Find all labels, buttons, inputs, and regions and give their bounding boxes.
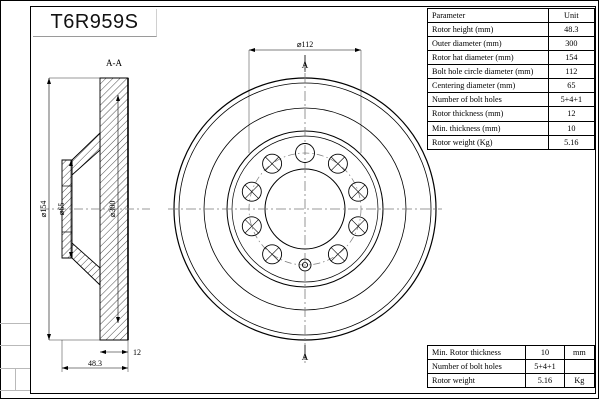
section-view-aa: A-A ⌀154 ⌀65 48.3 12 bbox=[39, 58, 150, 372]
table-header-row: Parameter Unit bbox=[427, 7, 596, 24]
summary-unit: mm bbox=[563, 344, 596, 361]
stub-grid-line bbox=[0, 345, 30, 346]
spec-label: Number of bolt holes bbox=[427, 92, 549, 108]
table-row: Number of bolt holes 5+4+1 bbox=[427, 92, 596, 108]
dim-bolt-circle-diameter: ⌀112 bbox=[297, 40, 314, 49]
bolt-hole bbox=[348, 181, 369, 202]
spec-label: Rotor hat diameter (mm) bbox=[427, 50, 549, 66]
spec-value: 154 bbox=[547, 50, 596, 66]
drawing-inner-frame bbox=[30, 6, 596, 394]
spec-label: Min. thickness (mm) bbox=[427, 120, 549, 136]
spec-label: Rotor thickness (mm) bbox=[427, 106, 549, 122]
column-header-parameter: Parameter bbox=[427, 7, 549, 24]
stub-grid-line bbox=[15, 368, 16, 391]
table-row: Min. Rotor thickness 10 mm bbox=[426, 344, 596, 361]
dim-rotor-thickness: 12 bbox=[133, 348, 141, 357]
table-row: Outer diameter (mm) 300 bbox=[427, 36, 596, 52]
front-view-rotor-face: ⌀112 ⌀300 A A bbox=[108, 40, 442, 363]
summary-value: 10 bbox=[525, 344, 565, 361]
spec-value: 10 bbox=[547, 120, 596, 136]
section-label-aa: A-A bbox=[106, 58, 122, 68]
summary-table-body: Min. Rotor thickness 10 mm Number of bol… bbox=[426, 344, 596, 389]
spec-value: 5+4+1 bbox=[547, 92, 596, 108]
table-row: Bolt hole circle diameter (mm) 112 bbox=[427, 64, 596, 80]
section-marker-bottom: A bbox=[302, 352, 309, 362]
stub-grid-line bbox=[0, 323, 30, 324]
dim-outer-diameter: ⌀300 bbox=[108, 201, 117, 218]
bolt-hole bbox=[262, 244, 283, 265]
spec-value: 48.3 bbox=[547, 22, 596, 38]
bolt-hole bbox=[348, 216, 369, 237]
table-row: Rotor weight (Kg) 5.16 bbox=[427, 134, 596, 150]
rotor-hat-web-lower bbox=[71, 241, 101, 287]
table-row: Number of bolt holes 5+4+1 bbox=[426, 359, 596, 375]
summary-unit bbox=[563, 359, 596, 375]
spec-label: Outer diameter (mm) bbox=[427, 36, 549, 52]
summary-table: Min. Rotor thickness 10 mm Number of bol… bbox=[426, 344, 596, 389]
table-row: Centering diameter (mm) 65 bbox=[427, 78, 596, 94]
summary-label: Number of bolt holes bbox=[426, 359, 527, 375]
summary-value: 5+4+1 bbox=[525, 359, 565, 375]
bolt-hole bbox=[327, 244, 348, 265]
bolt-hole bbox=[241, 181, 262, 202]
column-header-unit: Unit bbox=[547, 7, 596, 24]
table-row: Min. thickness (mm) 10 bbox=[427, 120, 596, 136]
dim-centering-diameter: ⌀65 bbox=[57, 203, 66, 216]
spec-value: 112 bbox=[547, 64, 596, 80]
rotor-hat-web-upper bbox=[71, 131, 101, 177]
summary-value: 5.16 bbox=[525, 373, 565, 389]
spec-value: 300 bbox=[547, 36, 596, 52]
bolt-hole-group bbox=[241, 143, 369, 272]
part-number-title: T6R959S bbox=[50, 11, 139, 33]
specification-table-body: Parameter Unit Rotor height (mm) 48.3 Ou… bbox=[427, 7, 596, 150]
bolt-hole bbox=[262, 153, 283, 174]
table-row: Rotor hat diameter (mm) 154 bbox=[427, 50, 596, 66]
summary-label: Rotor weight bbox=[426, 373, 527, 389]
spec-label: Centering diameter (mm) bbox=[427, 78, 549, 94]
bolt-hole bbox=[295, 143, 315, 163]
summary-label: Min. Rotor thickness bbox=[426, 344, 527, 361]
spec-value: 12 bbox=[547, 106, 596, 122]
dim-hat-diameter: ⌀154 bbox=[39, 201, 48, 218]
table-row: Rotor height (mm) 48.3 bbox=[427, 22, 596, 38]
spec-value: 65 bbox=[547, 78, 596, 94]
table-row: Rotor thickness (mm) 12 bbox=[427, 106, 596, 122]
bolt-hole bbox=[327, 153, 348, 174]
specification-table: Parameter Unit Rotor height (mm) 48.3 Ou… bbox=[427, 7, 596, 150]
dim-rotor-height: 48.3 bbox=[88, 359, 102, 368]
spec-value: 5.16 bbox=[547, 134, 596, 150]
bolt-hole bbox=[241, 216, 262, 237]
table-row: Rotor weight 5.16 Kg bbox=[426, 373, 596, 389]
summary-unit: Kg bbox=[563, 373, 596, 389]
spec-label: Rotor weight (Kg) bbox=[427, 134, 549, 150]
spec-label: Bolt hole circle diameter (mm) bbox=[427, 64, 549, 80]
title-block: T6R959S bbox=[33, 9, 157, 37]
spec-label: Rotor height (mm) bbox=[427, 22, 549, 38]
